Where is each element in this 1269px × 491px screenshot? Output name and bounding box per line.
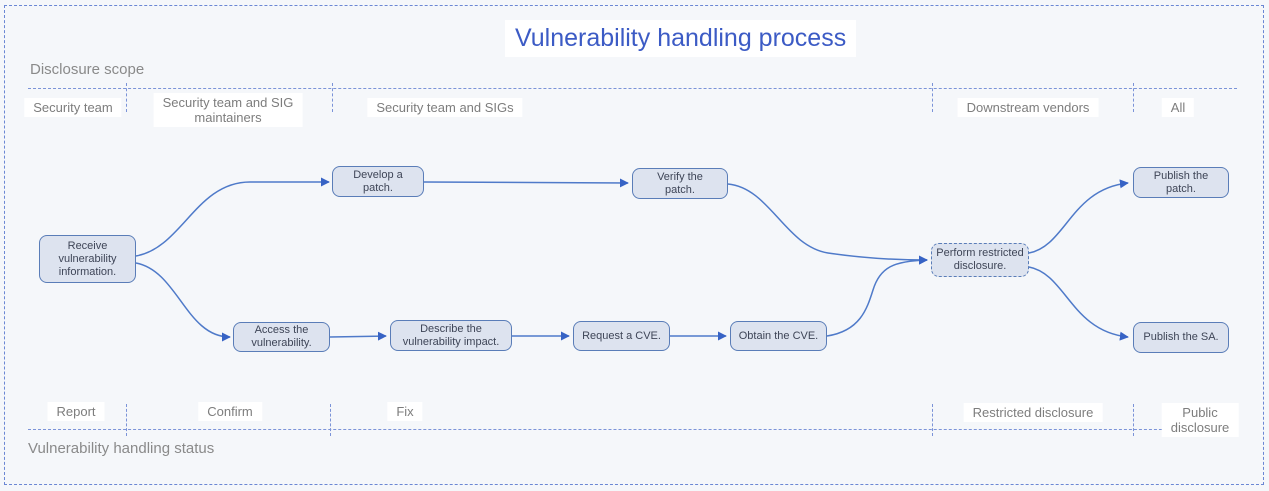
- flow-node-obtain: Obtain the CVE.: [730, 321, 827, 351]
- flow-edge-receive-to-access: [135, 262, 231, 342]
- flow-node-access: Access the vulnerability.: [233, 322, 330, 352]
- status-axis-tick: [1133, 404, 1134, 436]
- flow-edge-perform-to-publish-sa: [1028, 266, 1129, 341]
- scope-segment-label: Security team and SIGs: [367, 98, 523, 117]
- scope-axis-tick: [1133, 83, 1134, 112]
- scope-segment-label: Security team: [24, 98, 122, 117]
- flow-edge-perform-to-publish-patch: [1028, 179, 1129, 254]
- scope-axis-tick: [126, 83, 127, 112]
- flow-node-receive: Receive vulnerability information.: [39, 235, 136, 283]
- flow-edge-obtain-to-perform: [826, 255, 928, 337]
- flow-edge-receive-to-develop: [135, 177, 330, 257]
- scope-axis-tick: [332, 83, 333, 112]
- flow-node-publish-patch: Publish the patch.: [1133, 167, 1229, 198]
- scope-axis-line: [28, 88, 1237, 89]
- scope-axis-title: Disclosure scope: [30, 61, 145, 78]
- scope-segment-label: All: [1161, 98, 1195, 117]
- status-segment-label: Confirm: [198, 402, 262, 421]
- status-axis-tick: [126, 404, 127, 436]
- flow-node-develop: Develop a patch.: [332, 166, 424, 197]
- status-segment-label: Public disclosure: [1161, 403, 1239, 437]
- flow-node-request: Request a CVE.: [573, 321, 670, 351]
- scope-segment-label: Downstream vendors: [957, 98, 1099, 117]
- scope-axis-tick: [932, 83, 933, 112]
- diagram-title: Vulnerability handling process: [505, 20, 857, 57]
- flow-edge-develop-to-verify: [423, 178, 629, 188]
- status-axis-tick: [932, 404, 933, 436]
- status-segment-label: Report: [47, 402, 105, 421]
- status-axis-tick: [330, 404, 331, 436]
- flow-node-describe: Describe the vulnerability impact.: [390, 320, 512, 351]
- flow-node-verify: Verify the patch.: [632, 168, 728, 199]
- status-segment-label: Restricted disclosure: [963, 403, 1103, 422]
- flow-node-perform: Perform restricted disclosure.: [931, 243, 1029, 277]
- flow-node-publish-sa: Publish the SA.: [1133, 322, 1229, 353]
- status-segment-label: Fix: [387, 402, 423, 421]
- status-axis-title: Vulnerability handling status: [28, 440, 215, 457]
- status-axis-line: [28, 429, 1237, 430]
- scope-segment-label: Security team and SIG maintainers: [153, 93, 303, 127]
- flow-edge-access-to-describe: [329, 331, 387, 341]
- flow-edge-verify-to-perform: [727, 183, 928, 265]
